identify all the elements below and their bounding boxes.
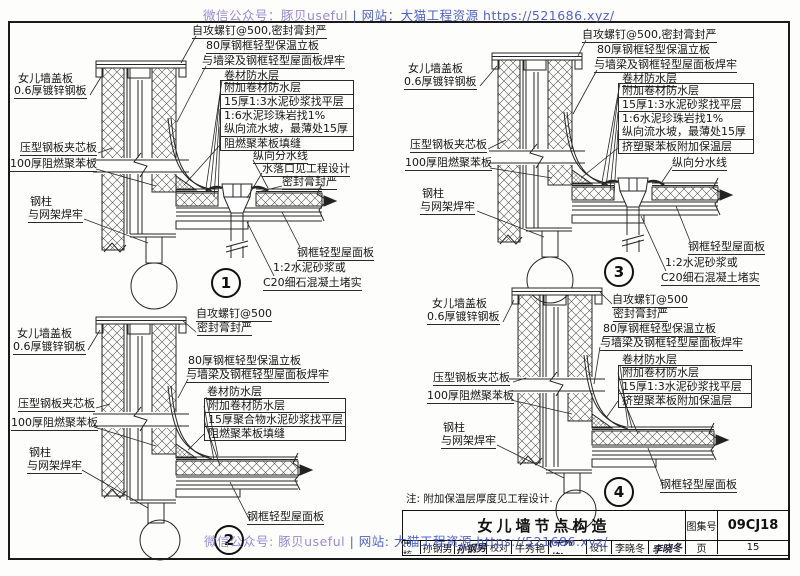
d2-galvanized-sheet-label: 0.6厚镀锌钢板 (13, 340, 86, 355)
page-number: 15 (717, 540, 788, 554)
d1-divide-line-label: 纵向分水线 (253, 149, 308, 164)
d1-drain-label: 水落口见工程设计 (262, 162, 350, 177)
sheet-title: 女儿墙节点构造 (477, 517, 611, 535)
d2-sandwich-panel-label: 压型钢板夹芯板 (18, 397, 95, 412)
d2-insulation-board-label: 80厚钢框轻型保温立板 (188, 354, 301, 369)
d1-steel-column-label: 钢柱 (30, 195, 52, 208)
d3-truss-weld-label: 与网架焊牢 (420, 200, 475, 215)
d2-weld-note-label: 与墙梁及钢框轻型屋面板焊牢 (186, 368, 329, 383)
d3-layer-item: 附加卷材防水层 (618, 83, 754, 98)
d1-roof-panel-label: 钢框轻型屋面板 (297, 246, 374, 261)
d1-layer-item: 1:6水泥珍珠岩找1% 纵向流水坡，最薄处15厚 (220, 108, 354, 137)
checker-signature: (牛秀艳) (548, 540, 586, 554)
d3-sandwich-panel-label: 压型钢板夹芯板 (410, 138, 487, 153)
d4-screw-label: 自攻螺钉@500 (612, 293, 688, 308)
d2-polystyrene-label: 100厚阻燃聚苯板 (11, 416, 98, 431)
detail-1-number: 1 (211, 268, 241, 298)
d1-screw-label: 自攻螺钉@500,密封膏封严 (192, 24, 327, 39)
checker-name: 牛秀艳 (511, 540, 548, 554)
d1-sealant-label: 密封膏封严 (282, 175, 337, 190)
d4-parapet-cap-label: 女儿墙盖板 (432, 297, 487, 310)
d4-roof-layer-list: 附加卷材防水层 15厚1:3水泥砂浆找平层 挤塑聚苯板附加保温层 (618, 365, 752, 408)
d3-steel-column-label: 钢柱 (422, 187, 444, 200)
atlas-number-label: 图集号 (685, 511, 717, 540)
d1-mortar-label: 1:2水泥砂浆或 (273, 261, 346, 274)
reviewer-signature: 孙钢男 (454, 540, 486, 554)
d4-polystyrene-label: 100厚阻燃聚苯板 (427, 389, 514, 404)
d1-concrete-label: C20细石混凝土堵实 (263, 276, 362, 291)
d2-screw-label: 自攻螺钉@500 (196, 307, 272, 322)
d3-galvanized-sheet-label: 0.6厚镀锌钢板 (404, 75, 477, 90)
d4-membrane-label: 卷材防水层 (622, 353, 677, 368)
d3-membrane-label: 卷材防水层 (622, 72, 677, 87)
d1-polystyrene-label: 100厚阻燃聚苯板 (10, 157, 97, 172)
detail-3-drawing (476, 39, 734, 304)
d2-sealant-label: 密封膏封严 (197, 321, 252, 336)
d4-sandwich-panel-label: 压型钢板夹芯板 (433, 371, 510, 386)
watermark-bottom: 微信公众号: 豚贝useful | 网站: 大猫工程资源 https://521… (204, 534, 608, 549)
d3-roof-panel-label: 钢框轻型屋面板 (688, 240, 765, 255)
d1-layer-item: 阻燃聚苯板填缝 (220, 136, 354, 151)
d4-galvanized-sheet-label: 0.6厚镀锌钢板 (427, 310, 500, 325)
d4-roof-panel-label: 钢框轻型屋面板 (660, 478, 737, 493)
d2-parapet-cap-label: 女儿墙盖板 (17, 327, 72, 340)
d3-concrete-label: C20细石混凝土堵实 (661, 271, 760, 286)
d4-layer-item: 附加卷材防水层 (618, 365, 752, 380)
d4-insulation-board-label: 80厚钢框轻型保温立板 (603, 322, 716, 337)
detail-1-drawing (83, 35, 338, 310)
title-block: 女儿墙节点构造 图集号 09CJ18 审核 孙钢男 孙钢男 校对 牛秀艳 (牛秀… (402, 510, 790, 556)
d2-layer-item: 阻燃聚苯板填缝 (204, 426, 346, 441)
atlas-number-value: 09CJ18 (717, 511, 788, 540)
d1-layer-item: 附加卷材防水层 (220, 80, 354, 95)
d3-roof-layer-list: 附加卷材防水层 15厚1:3水泥砂浆找平层 1:6水泥珍珠岩找1% 纵向流水坡，… (618, 83, 754, 154)
d2-layer-item: 15厚聚合物水泥砂浆找平层 (204, 412, 346, 427)
detail-2-drawing (81, 316, 314, 561)
d3-layer-item: 挤塑聚苯板附加保温层 (618, 139, 754, 154)
d3-screw-label: 自攻螺钉@500,密封膏封严 (582, 28, 717, 43)
designer-signature: 李晓冬 (648, 540, 685, 554)
d2-roof-panel-label: 钢框轻型屋面板 (247, 510, 324, 525)
d4-sealant-label: 密封膏封严 (613, 307, 668, 322)
detail-2-number: 2 (214, 525, 244, 555)
d2-truss-weld-label: 与网架焊牢 (27, 459, 82, 474)
watermark-top: 微信公众号：豚贝useful | 网站：大猫工程资源 https://52168… (203, 8, 615, 23)
d1-roof-layer-list: 附加卷材防水层 15厚1:3水泥砂浆找平层 1:6水泥珍珠岩找1% 纵向流水坡，… (220, 80, 354, 151)
d2-membrane-label: 卷材防水层 (207, 385, 262, 400)
d3-layer-item: 1:6水泥珍珠岩找1% 纵向流水坡，最薄处15厚 (618, 111, 754, 140)
check-label: 校对 (486, 540, 511, 554)
d4-layer-item: 挤塑聚苯板附加保温层 (618, 393, 752, 408)
d3-insulation-board-label: 80厚钢框轻型保温立板 (597, 43, 710, 58)
d1-insulation-board-label: 80厚钢框轻型保温立板 (206, 39, 319, 54)
detail-4-number: 4 (604, 477, 634, 507)
d3-polystyrene-label: 100厚阻燃聚苯板 (405, 156, 492, 171)
d3-parapet-cap-label: 女儿墙盖板 (408, 62, 463, 75)
detail-3-number: 3 (604, 257, 634, 287)
detail-4-drawing (496, 287, 730, 531)
d3-divide-line-label: 纵向分水线 (672, 156, 727, 171)
d1-sandwich-panel-label: 压型钢板夹芯板 (20, 141, 97, 156)
d2-steel-column-label: 钢柱 (29, 446, 51, 459)
design-label: 设计 (586, 540, 611, 554)
d1-parapet-cap-label: 女儿墙盖板 (18, 72, 73, 85)
d4-steel-column-label: 钢柱 (443, 421, 465, 434)
d3-weld-note-label: 与墙梁及钢框轻型屋面板焊牢 (594, 58, 737, 73)
designer-name: 李晓冬 (611, 540, 648, 554)
d1-membrane-label: 卷材防水层 (224, 69, 279, 84)
d4-truss-weld-label: 与网架焊牢 (441, 434, 496, 449)
page-label: 页 (685, 540, 717, 554)
d4-weld-note-label: 与墙梁及钢框轻型屋面板焊牢 (600, 336, 743, 351)
d2-roof-layer-list: 附加卷材防水层 15厚聚合物水泥砂浆找平层 阻燃聚苯板填缝 (204, 398, 346, 441)
d1-layer-item: 15厚1:3水泥砂浆找平层 (220, 94, 354, 109)
d1-truss-weld-label: 与网架焊牢 (28, 208, 83, 223)
reviewer-name: 孙钢男 (420, 540, 454, 554)
d3-mortar-label: 1:2水泥砂浆或 (665, 256, 738, 269)
d4-layer-item: 15厚1:3水泥砂浆找平层 (618, 379, 752, 394)
review-label: 审核 (403, 540, 420, 554)
d3-layer-item: 15厚1:3水泥砂浆找平层 (618, 97, 754, 112)
design-note: 注: 附加保温层厚度见工程设计. (406, 493, 553, 505)
d1-galvanized-sheet-label: 0.6厚镀锌钢板 (14, 84, 87, 99)
d1-weld-note-label: 与墙梁及钢框轻型屋面板焊牢 (202, 54, 345, 69)
d2-layer-item: 附加卷材防水层 (204, 398, 346, 413)
